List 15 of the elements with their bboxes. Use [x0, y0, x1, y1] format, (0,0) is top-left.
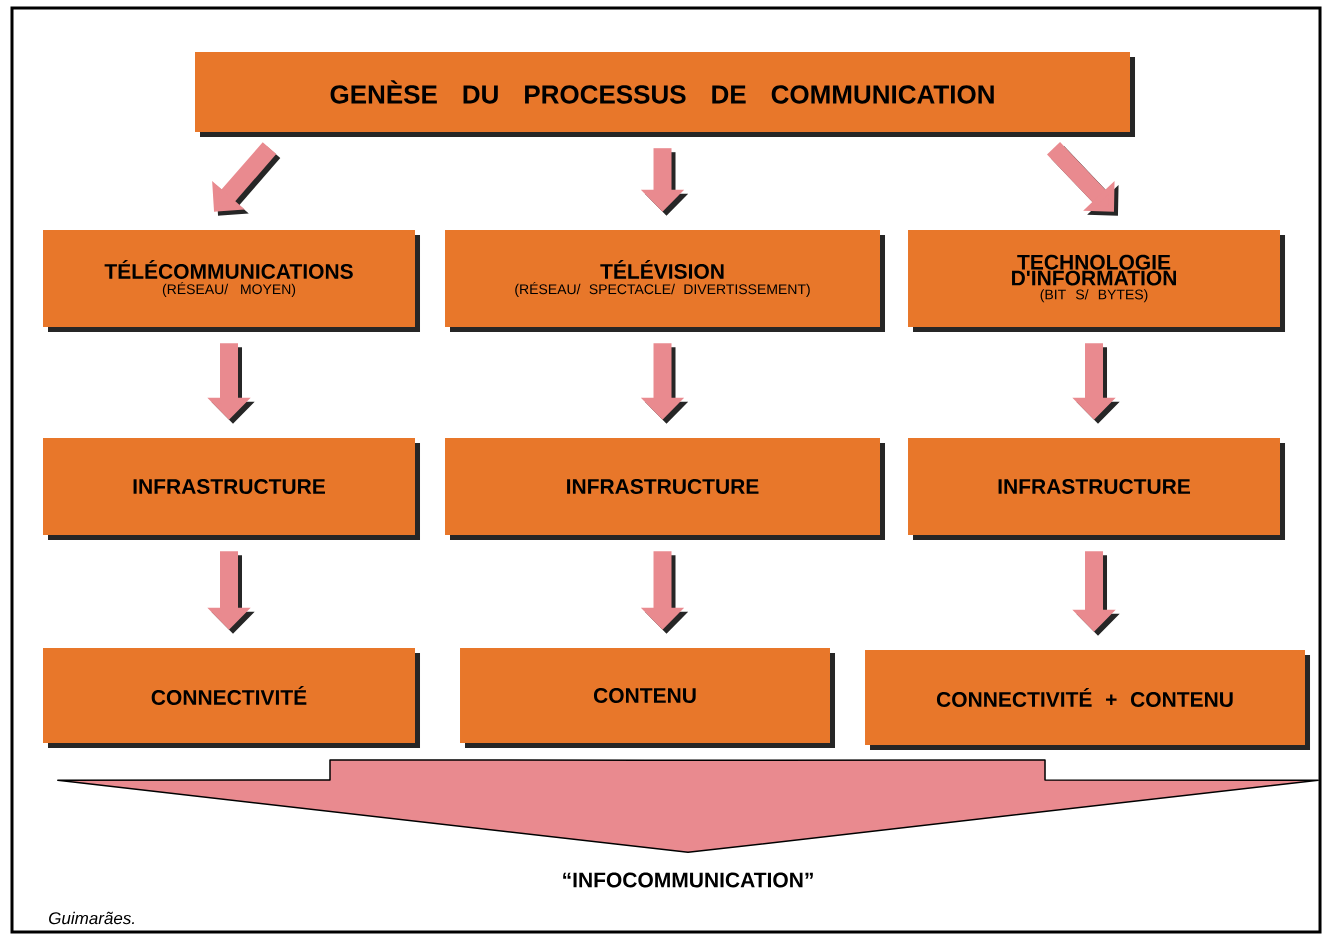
block-arrow: [212, 142, 281, 216]
process-box: INFRASTRUCTURE: [908, 438, 1285, 540]
block-arrow: [1047, 142, 1119, 216]
process-box: INFRASTRUCTURE: [43, 438, 420, 540]
process-box: TECHNOLOGIE D'INFORMATION (BIT S/ BYTES): [908, 230, 1285, 332]
process-box: CONNECTIVITÉ: [43, 648, 420, 748]
source-note: Guimarães.: [49, 911, 134, 925]
process-box: CONTENU: [460, 648, 835, 748]
process-box: TÉLÉVISION (RÉSEAU/ SPECTACLE/ DIVERTISSEMENT): [445, 230, 885, 332]
process-box: GENÈSE DU PROCESSUS DE COMMUNICATION: [195, 52, 1135, 137]
result-text: “INFOCOMMUNICATION”: [563, 872, 813, 888]
merge-arrow: [57, 759, 1319, 854]
process-box: INFRASTRUCTURE: [445, 438, 885, 540]
process-box: TÉLÉCOMMUNICATIONS (RÉSEAU/ MOYEN): [43, 230, 420, 332]
process-box: CONNECTIVITÉ + CONTENU: [865, 650, 1310, 750]
